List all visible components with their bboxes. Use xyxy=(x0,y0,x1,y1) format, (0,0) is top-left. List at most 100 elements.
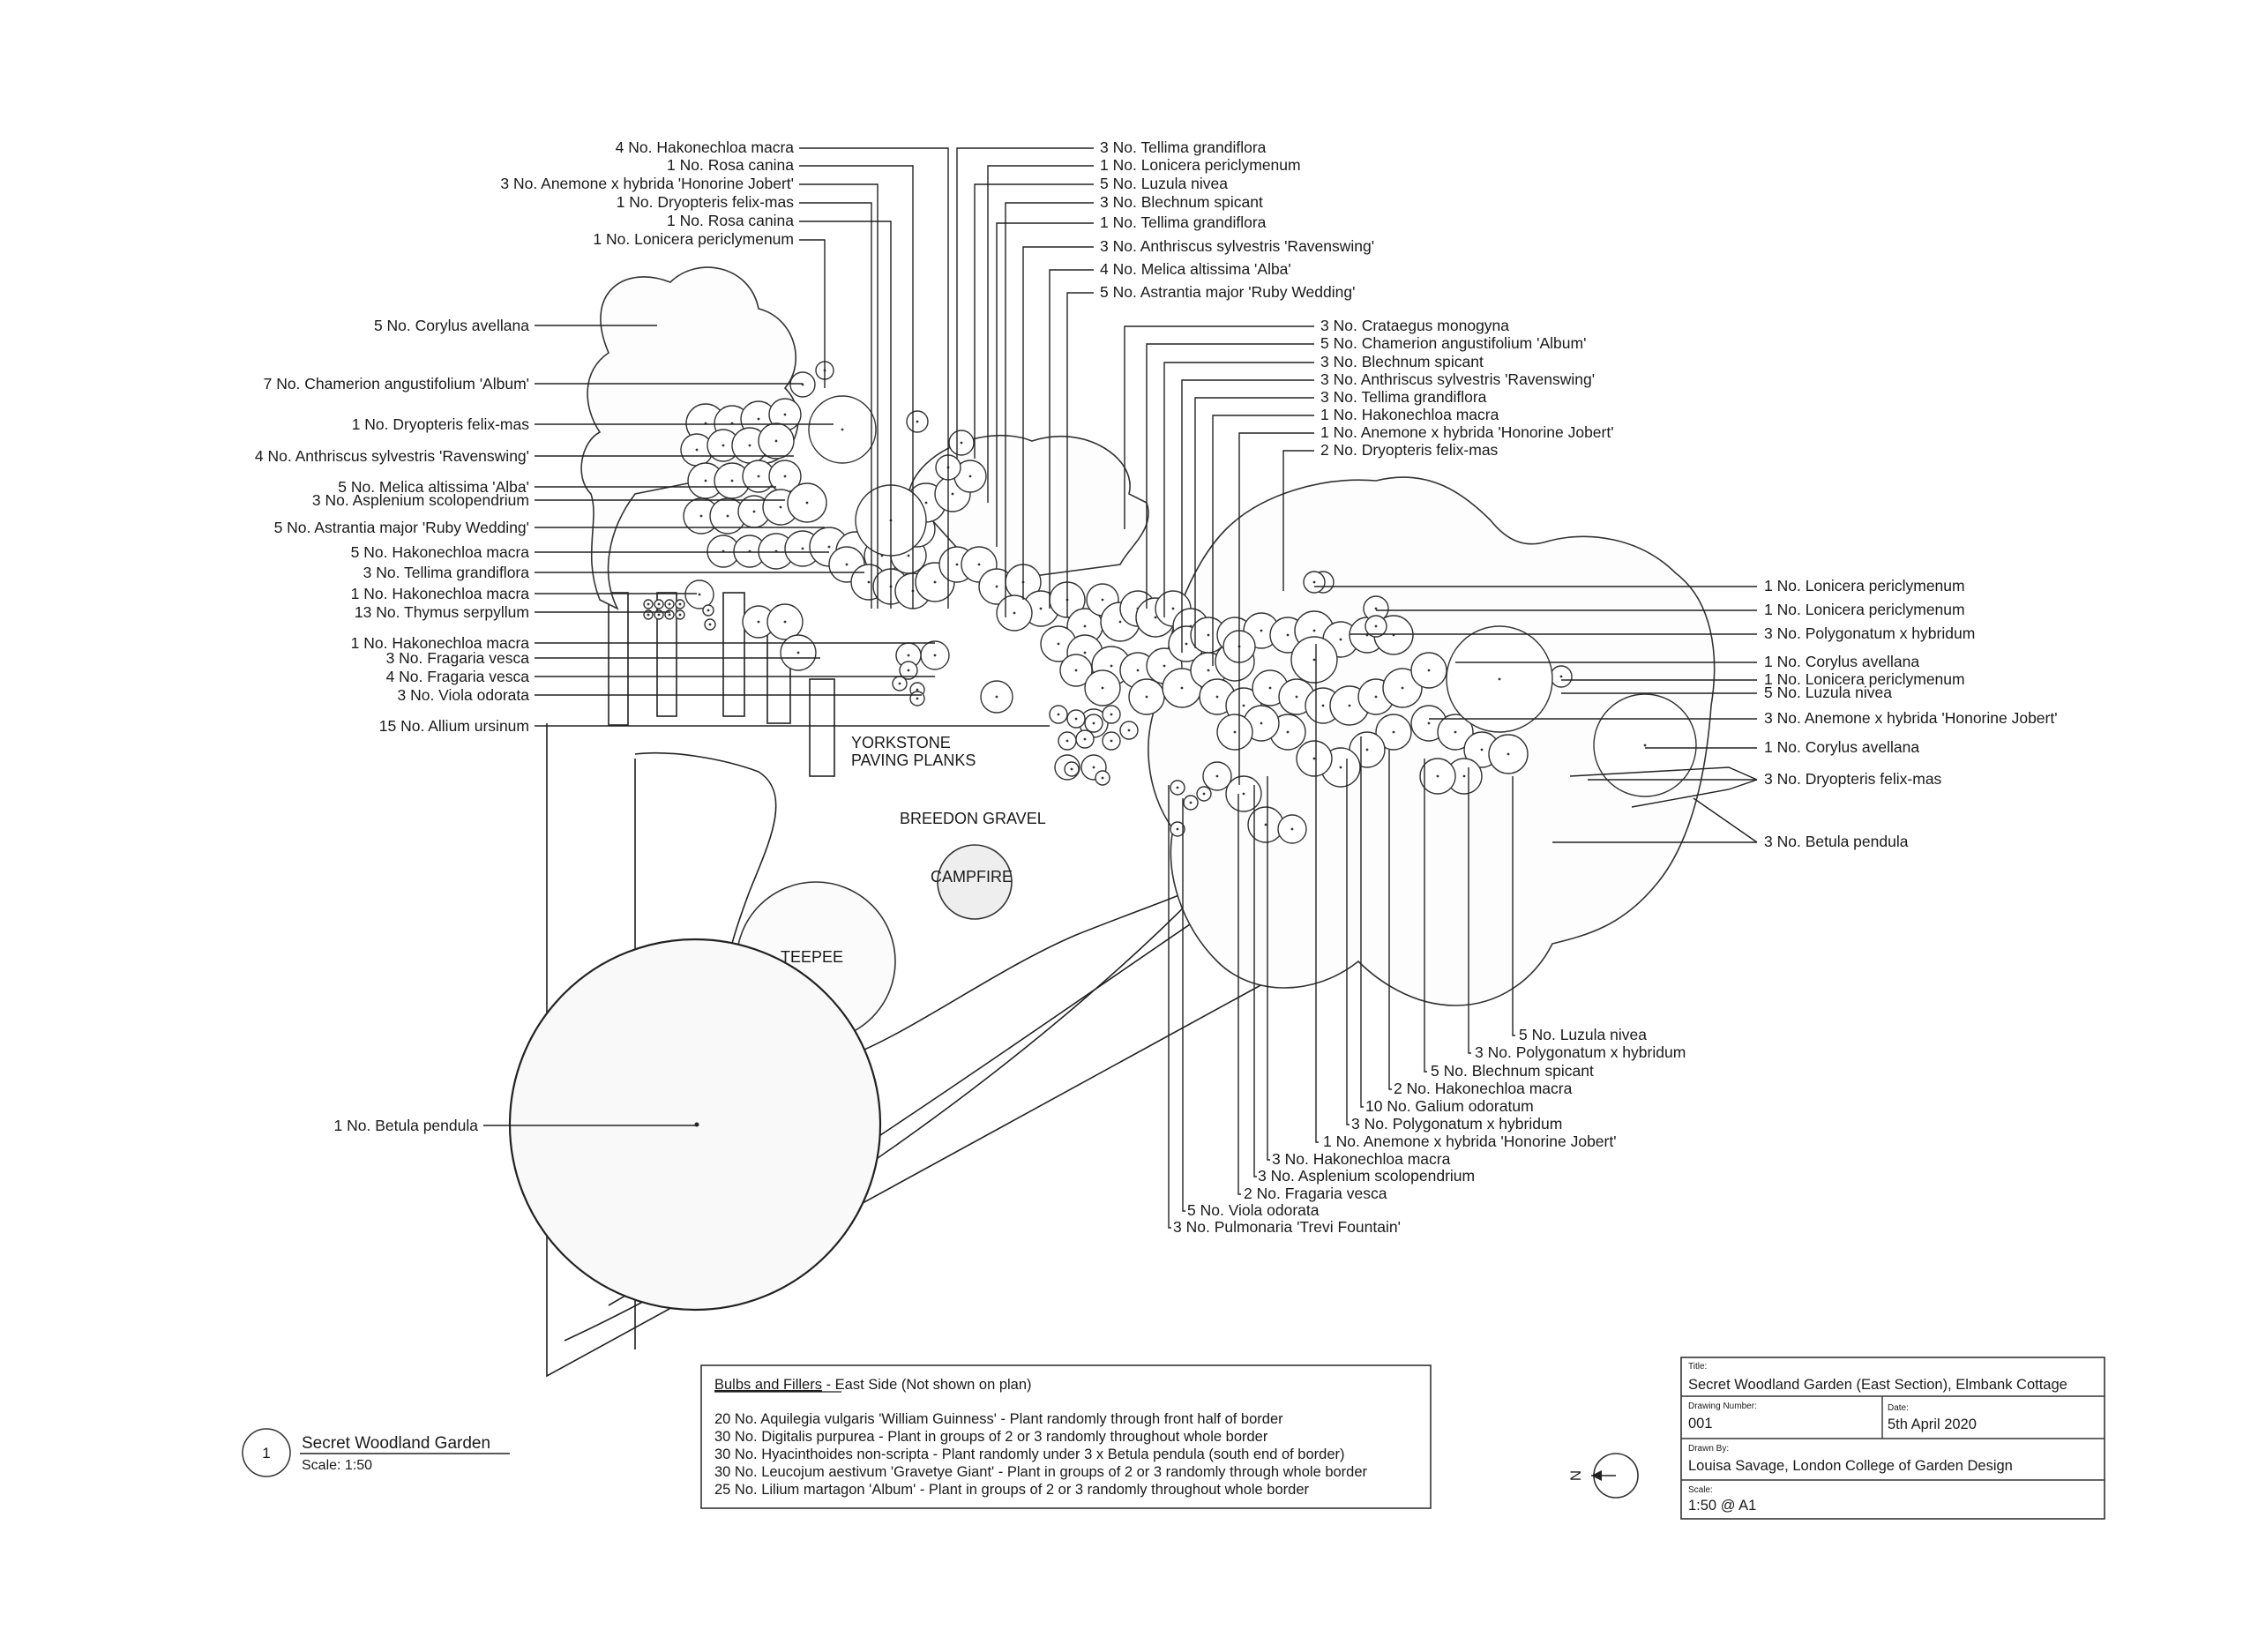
plant-centre-dot xyxy=(1286,633,1290,637)
plant-centre-dot xyxy=(783,475,787,478)
teepee-label: TEEPEE xyxy=(781,948,843,966)
tb-title: Secret Woodland Garden (East Section), E… xyxy=(1688,1377,2067,1393)
plant-label: 1 No. Dryopteris felix-mas xyxy=(617,193,795,211)
plant-centre-dot xyxy=(1070,767,1073,771)
plant-centre-dot xyxy=(757,475,760,478)
plant-centre-dot xyxy=(1057,713,1060,716)
plant-label: 4 No. Melica altissima 'Alba' xyxy=(1100,260,1291,278)
plant-centre-dot xyxy=(805,501,809,505)
leader-line xyxy=(1238,432,1314,785)
leader-line xyxy=(1468,767,1471,1054)
plant-centre-dot xyxy=(1057,642,1060,646)
leader-line xyxy=(1512,776,1515,1036)
bulbs-and-fillers-box: Bulbs and Fillers - East Side (Not shown… xyxy=(700,1364,1432,1509)
plant-label: 5 No. Hakonechloa macra xyxy=(351,543,530,561)
plant-label: 3 No. Viola odorata xyxy=(397,686,529,704)
plant-label: 1 No. Hakonechloa macra xyxy=(351,634,530,652)
drawing-number-circle xyxy=(242,1428,291,1477)
plant-label: 3 No. Polygonatum x hybridum xyxy=(1475,1043,1686,1061)
plant-centre-dot xyxy=(1295,695,1298,699)
bulb-item: 30 No. Leucojum aestivum 'Gravetye Giant… xyxy=(714,1464,1368,1480)
leader-line xyxy=(1182,798,1185,1212)
plant-centre-dot xyxy=(1083,737,1087,741)
plant-centre-dot xyxy=(1207,669,1210,672)
plant-centre-dot xyxy=(1321,704,1325,707)
north-arrow: N xyxy=(1567,1453,1639,1499)
plant-label: 1 No. Lonicera periclymenum xyxy=(1764,601,1965,618)
plant-centre-dot xyxy=(1498,677,1501,681)
plant-centre-dot xyxy=(1242,704,1245,707)
plant-centre-dot xyxy=(933,580,937,584)
plant-centre-dot xyxy=(774,439,778,443)
plant-centre-dot xyxy=(977,563,981,566)
leader-line xyxy=(1267,776,1270,1161)
plant-centre-dot xyxy=(1260,721,1263,725)
plant-label: 5 No. Melica altissima 'Alba' xyxy=(338,478,529,496)
plant-centre-dot xyxy=(916,688,919,691)
plant-centre-dot xyxy=(1462,774,1466,778)
plant-label: 1 No. Betula pendula xyxy=(334,1117,479,1134)
labels-bottom: 5 No. Luzula nivea 3 No. Polygonatum x h… xyxy=(1173,1026,1686,1236)
plant-centre-dot xyxy=(916,420,919,423)
leader-line xyxy=(1005,202,1094,617)
plant-label: 4 No. Fragaria vesca xyxy=(386,668,530,685)
plant-label: 5 No. Viola odorata xyxy=(1187,1201,1320,1219)
plant-centre-dot xyxy=(1074,717,1078,721)
plant-centre-dot xyxy=(1176,827,1179,831)
campfire-circle xyxy=(937,844,1013,920)
paving-plank xyxy=(608,592,629,726)
plant-label: 3 No. Hakonechloa macra xyxy=(1272,1150,1451,1168)
plant-centre-dot xyxy=(1202,792,1206,796)
plant-centre-dot xyxy=(1127,729,1131,732)
tb-date: 5th April 2020 xyxy=(1888,1417,1977,1432)
leader-line xyxy=(1022,246,1094,600)
bulb-item: 30 No. Hyacinthoides non-scripta - Plant… xyxy=(714,1446,1345,1462)
plant-centre-dot xyxy=(1401,686,1404,690)
plant-centre-dot xyxy=(951,492,954,496)
plant-label: 10 No. Galium odoratum xyxy=(1365,1097,1534,1115)
plant-centre-dot xyxy=(827,545,831,549)
plant-label: 7 No. Chamerion angustifolium 'Album' xyxy=(264,375,529,392)
tb-caption: Drawing Number: xyxy=(1688,1402,1757,1411)
plant-centre-dot xyxy=(1176,786,1179,789)
plant-centre-dot xyxy=(722,444,725,447)
plant-centre-dot xyxy=(1312,629,1316,632)
leader-line xyxy=(799,183,879,609)
tb-caption: Drawn By: xyxy=(1688,1444,1729,1454)
plant-label: 5 No. Astrantia major 'Ruby Wedding' xyxy=(274,519,529,536)
plant-centre-dot xyxy=(1145,695,1148,699)
plant-centre-dot xyxy=(695,448,699,452)
north-arrow-icon xyxy=(1591,1470,1602,1481)
labels-right: 1 No. Lonicera periclymenum 1 No. Lonice… xyxy=(1764,577,2058,850)
gravel-label: BREEDON GRAVEL xyxy=(900,810,1046,827)
plant-centre-dot xyxy=(1559,675,1563,678)
plant-label: 1 No. Lonicera periclymenum xyxy=(1100,156,1301,174)
plant-label: 5 No. Chamerion angustifolium 'Album' xyxy=(1320,334,1586,352)
plant-centre-dot xyxy=(748,444,751,447)
labels-top-left: 4 No. Hakonechloa macra 1 No. Rosa canin… xyxy=(500,138,794,248)
plant-centre-dot xyxy=(1427,721,1431,725)
plant-centre-dot xyxy=(704,479,707,482)
plant-label: 2 No. Fragaria vesca xyxy=(1244,1185,1387,1202)
leader-line xyxy=(1346,759,1350,1125)
leader-line xyxy=(1388,750,1392,1090)
plant-label: 5 No. Luzula nivea xyxy=(1519,1026,1647,1043)
plant-centre-dot xyxy=(1215,774,1219,778)
plant-centre-dot xyxy=(1348,704,1351,707)
plant-centre-dot xyxy=(955,563,959,566)
plant-centre-dot xyxy=(1427,669,1431,672)
leader-line xyxy=(1631,779,1758,808)
bulb-item: 20 No. Aquilegia vulgaris 'William Guinn… xyxy=(714,1411,1283,1427)
plant-centre-dot xyxy=(916,697,919,700)
leader-line xyxy=(1360,736,1364,1108)
plant-centre-dot xyxy=(1339,638,1342,641)
leader-line xyxy=(1253,785,1257,1177)
leader-line xyxy=(799,165,914,609)
plant-centre-dot xyxy=(657,613,661,617)
plant-centre-dot xyxy=(1374,607,1378,610)
plant-label: 1 No. Corylus avellana xyxy=(1764,738,1919,756)
plant-label: 5 No. Luzula nivea xyxy=(1100,175,1228,192)
plant-label: 3 No. Anemone x hybrida 'Honorine Jobert… xyxy=(1764,709,2058,727)
plant-centre-dot xyxy=(1507,752,1510,756)
